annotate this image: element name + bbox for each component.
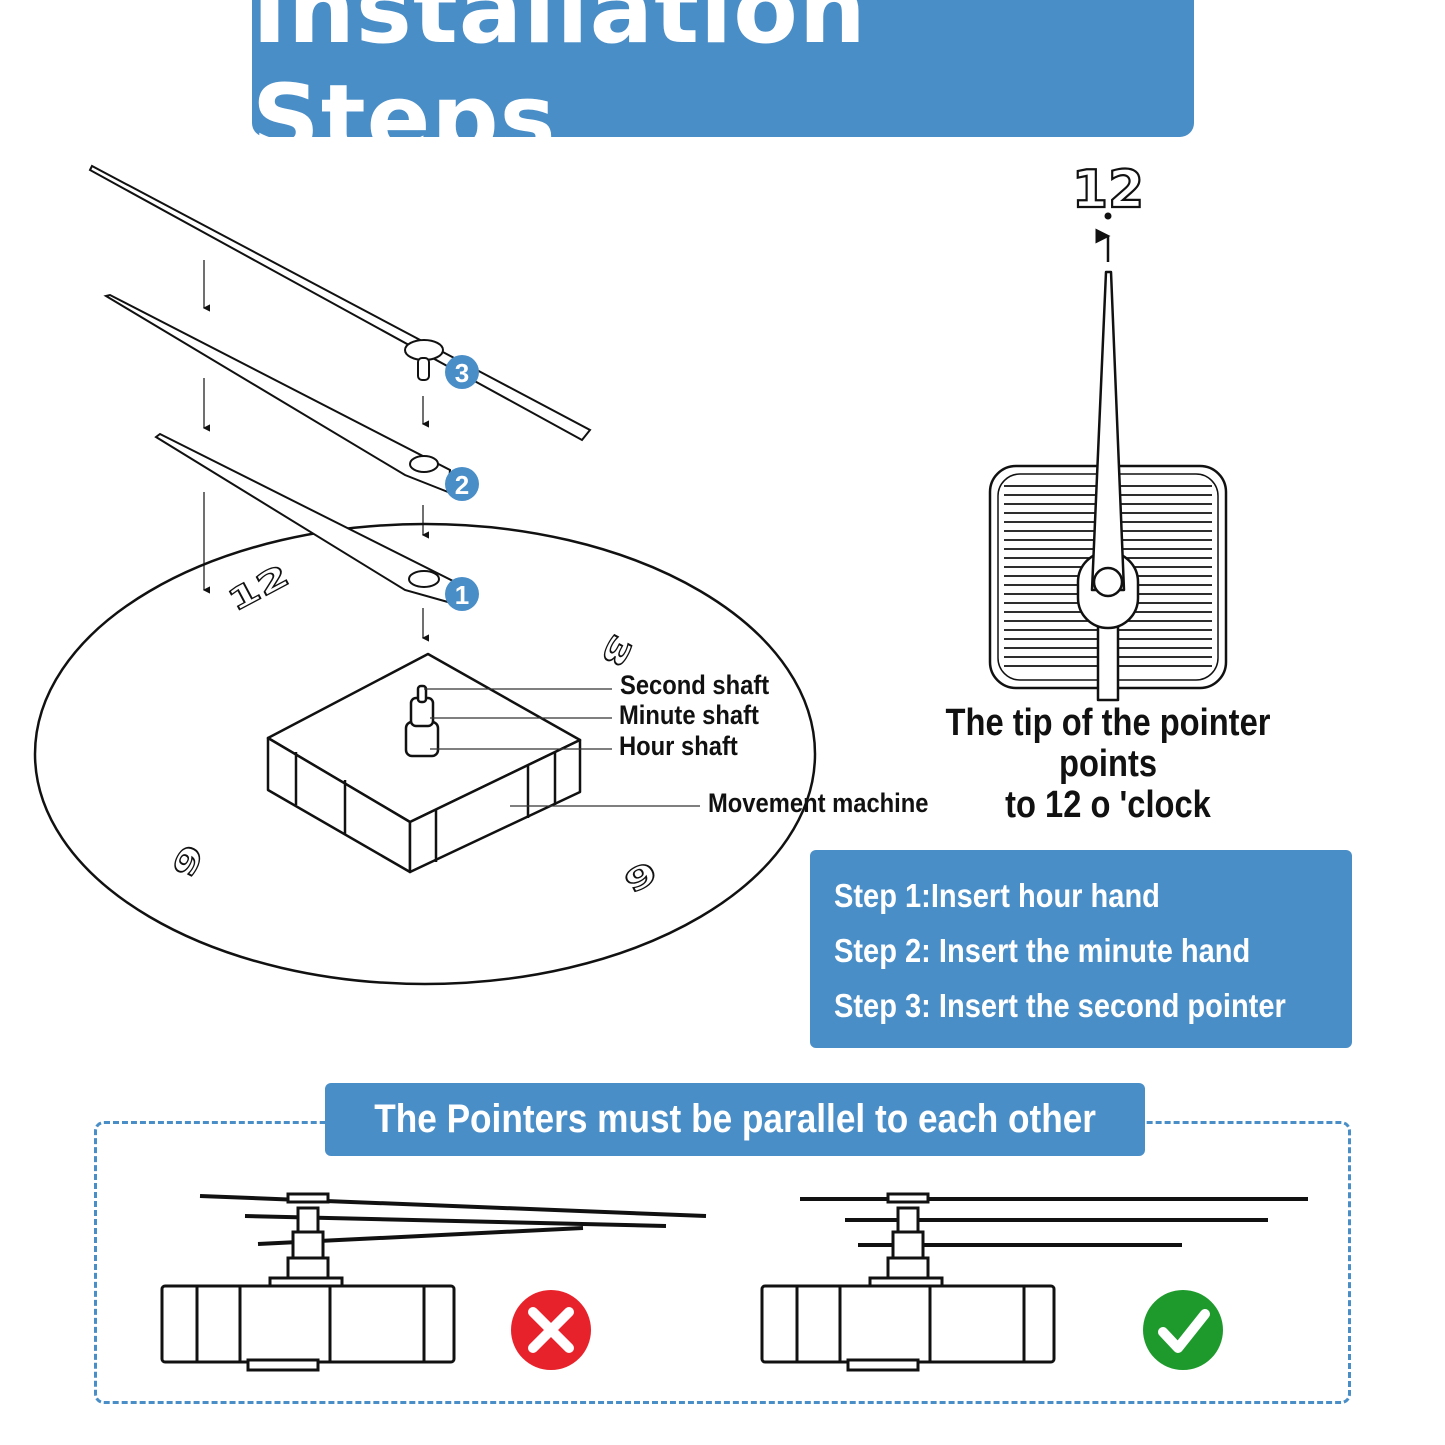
dial-number-9: 9	[166, 839, 212, 884]
marker-3: 3	[445, 355, 479, 389]
dial-number-3: 3	[593, 628, 639, 673]
step-2: Step 2: Insert the minute hand	[834, 932, 1251, 969]
clock-dial	[33, 522, 817, 986]
tip-caption-line1: The tip of the pointer points	[945, 702, 1271, 785]
marker-2: 2	[445, 467, 479, 501]
wrong-icon	[511, 1290, 591, 1370]
wrong-movement	[160, 1192, 707, 1372]
title-banner: Installation Steps	[252, 0, 1194, 174]
correct-movement	[760, 1192, 1308, 1372]
minute-hand	[103, 293, 452, 494]
movement-machine	[266, 652, 582, 874]
steps-box: Step 1:Insert hour hand Step 2: Insert t…	[810, 850, 1352, 1048]
parallel-banner: The Pointers must be parallel to each ot…	[325, 1083, 1145, 1156]
step-1: Step 1:Insert hour hand	[834, 877, 1160, 914]
dial-number-12: 12	[222, 558, 295, 619]
upright-pointer	[1076, 270, 1140, 702]
twelve-dot	[1104, 212, 1112, 220]
second-hand	[88, 164, 592, 442]
step-3: Step 3: Insert the second pointer	[834, 987, 1286, 1024]
leader-lines	[424, 688, 700, 807]
second-shaft-label: Second shaft	[620, 670, 770, 700]
marker-1: 1	[445, 577, 479, 611]
svg-text:3: 3	[455, 358, 469, 388]
tip-caption-line2: to 12 o 'clock	[1005, 784, 1211, 826]
hour-shaft-label: Hour shaft	[619, 731, 738, 761]
guide-arrows	[202, 260, 429, 642]
parallel-frame	[94, 1121, 1351, 1404]
tip-caption: The tip of the pointer points to 12 o 'c…	[893, 703, 1323, 826]
minute-shaft-label: Minute shaft	[619, 700, 759, 730]
dial-number-6: 6	[618, 853, 662, 898]
svg-text:2: 2	[455, 470, 469, 500]
page-title: Installation Steps	[252, 0, 867, 174]
correct-icon	[1143, 1290, 1223, 1370]
movement-machine-label: Movement machine	[708, 788, 929, 818]
parallel-note: The Pointers must be parallel to each ot…	[374, 1097, 1096, 1141]
top-number-12: 12	[1072, 160, 1144, 220]
svg-text:1: 1	[455, 580, 469, 610]
